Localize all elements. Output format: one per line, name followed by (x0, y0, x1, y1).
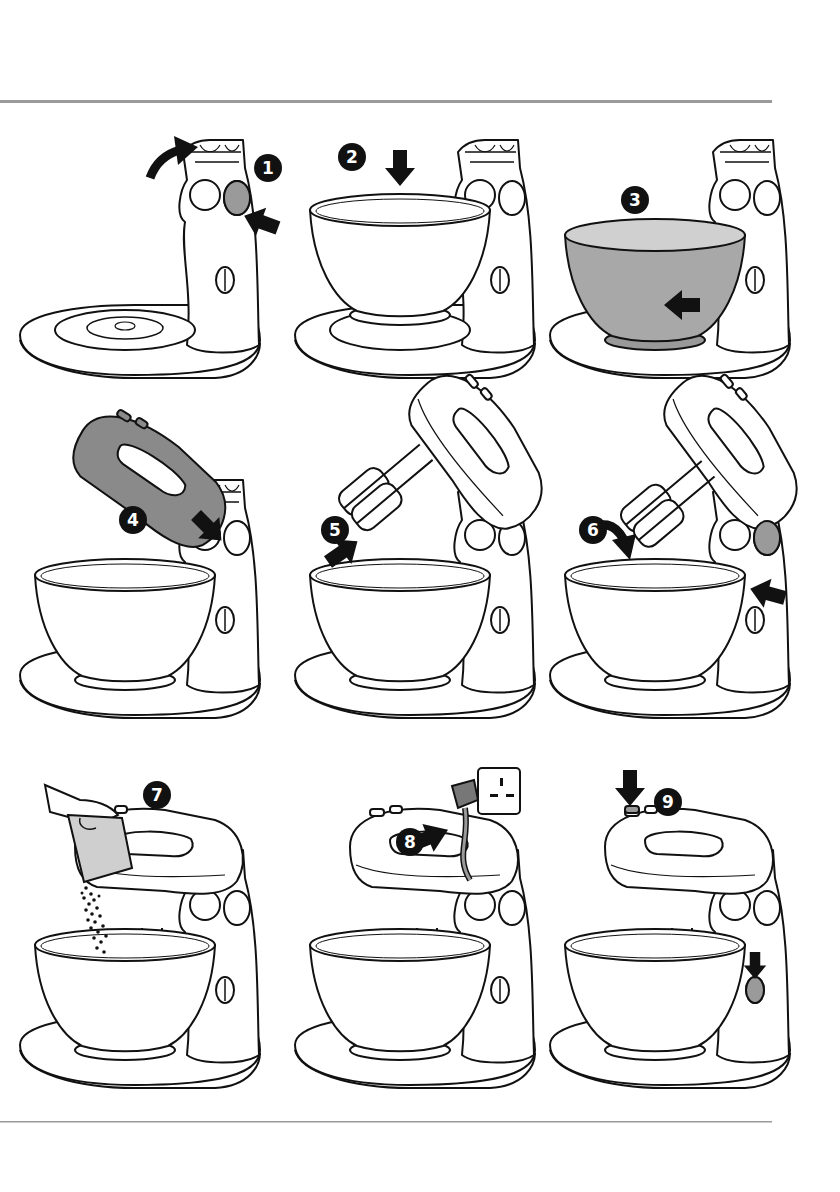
callout-number: 5 (321, 516, 349, 544)
step-7-figure (20, 785, 260, 1088)
top-rule (0, 100, 772, 103)
callout-number: 3 (621, 186, 649, 214)
step-6-figure (550, 356, 822, 718)
step-3-figure (550, 140, 790, 378)
step-4-figure (20, 396, 260, 718)
step-1-figure (20, 136, 283, 378)
callout-number: 2 (338, 143, 366, 171)
callout-number: 1 (254, 154, 282, 182)
callout-number: 4 (119, 506, 147, 534)
step-2-figure (295, 140, 535, 378)
bottom-rule (0, 1121, 772, 1123)
callout-number: 9 (654, 788, 682, 816)
callout-number: 7 (143, 781, 171, 809)
callout-number: 8 (396, 828, 424, 856)
step-5-figure (295, 356, 567, 718)
step-8-figure (295, 768, 535, 1088)
step-9-figure (550, 770, 790, 1088)
callout-number: 6 (579, 516, 607, 544)
